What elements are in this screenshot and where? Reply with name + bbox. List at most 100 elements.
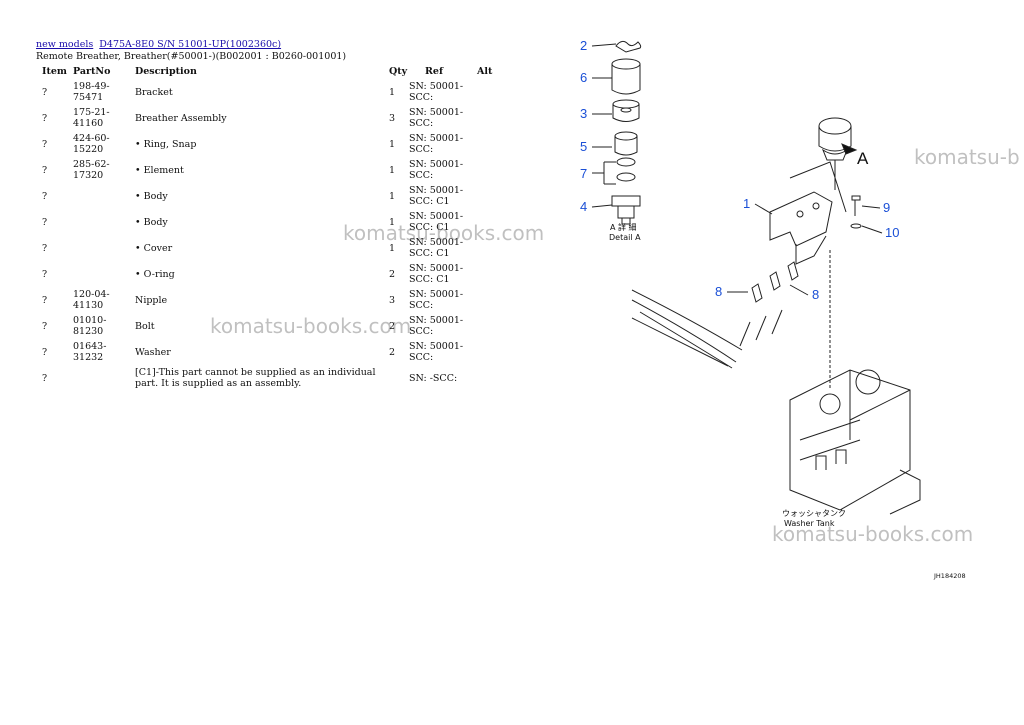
table-row: ? 01643-31232 Washer 2 SN: 50001-SCC:	[36, 339, 517, 365]
callout-4: 4	[580, 199, 587, 214]
cell-ref: SN: 50001-SCC:	[409, 81, 464, 103]
table-row: ? 175-21-41160 Breather Assembly 3 SN: 5…	[36, 105, 517, 131]
cell-item: ?	[42, 242, 48, 254]
cell-item: ?	[42, 216, 48, 228]
cell-qty: 1	[389, 138, 396, 150]
breadcrumb-link-model[interactable]: D475A-8E0 S/N 51001-UP(1002360c)	[99, 39, 282, 50]
callout-7: 7	[580, 166, 587, 181]
cell-ref: SN: 50001-SCC:	[409, 107, 464, 129]
callout-2: 2	[580, 38, 587, 53]
cell-item: ?	[42, 112, 48, 124]
cell-qty: 1	[389, 190, 396, 202]
cell-description: Nipple	[135, 294, 168, 306]
table-row: ? • Cover 1 SN: 50001-SCC: C1	[36, 235, 517, 261]
cell-ref: SN: 50001-SCC:	[409, 289, 464, 311]
cell-item: ?	[42, 294, 48, 306]
cell-description: • Body	[135, 216, 168, 228]
cell-partno	[73, 183, 135, 209]
breadcrumb: new models D475A-8E0 S/N 51001-UP(100236…	[36, 39, 284, 51]
table-row: ? 120-04-41130 Nipple 3 SN: 50001-SCC:	[36, 287, 517, 313]
cell-description: • Cover	[135, 242, 173, 254]
cell-ref: SN: -SCC:	[409, 372, 458, 384]
cell-qty: 2	[389, 320, 396, 332]
cell-alt	[477, 313, 517, 339]
table-header-row: Item PartNo Description Qty Ref Alt	[36, 66, 517, 79]
callout-8a: 8	[715, 284, 722, 299]
callout-9: 9	[883, 200, 890, 215]
cell-item: ?	[42, 268, 48, 280]
cell-partno: 01643-31232	[73, 341, 107, 363]
cell-partno: 285-62-17320	[73, 159, 110, 181]
col-header-alt: Alt	[477, 66, 493, 77]
table-row: ? 424-60-15220 • Ring, Snap 1 SN: 50001-…	[36, 131, 517, 157]
col-header-description: Description	[135, 66, 197, 77]
cell-description: • Body	[135, 190, 168, 202]
cell-item: ?	[42, 138, 48, 150]
col-header-qty: Qty	[389, 66, 408, 77]
cell-description: • O-ring	[135, 268, 175, 280]
watermark: komatsu-books.com	[210, 314, 412, 338]
watermark-partial: komatsu-b	[914, 145, 1020, 169]
cell-ref: SN: 50001-SCC:	[409, 133, 464, 155]
cell-ref: SN: 50001-SCC:	[409, 159, 464, 181]
table-row: ? • Body 1 SN: 50001-SCC: C1	[36, 209, 517, 235]
cell-item: ?	[42, 86, 48, 98]
parts-diagram: 2 6 3 5 7 4 1 8 8 9 10 A	[580, 38, 966, 580]
cell-description: Bracket	[135, 86, 173, 98]
cell-partno: 198-49-75471	[73, 81, 110, 103]
breadcrumb-link-new-models[interactable]: new models	[36, 39, 94, 50]
cell-qty: 1	[389, 216, 396, 228]
cell-qty: 1	[389, 242, 396, 254]
cell-alt	[477, 339, 517, 365]
page-title: Remote Breather, Breather(#50001-)(B0020…	[36, 51, 347, 62]
cell-description: Bolt	[135, 320, 155, 332]
cell-ref: SN: 50001-SCC:	[409, 341, 464, 363]
cell-partno	[73, 235, 135, 261]
cell-partno	[73, 365, 135, 391]
cell-partno	[73, 209, 135, 235]
cell-alt	[477, 79, 517, 105]
cell-ref: SN: 50001-SCC: C1	[409, 237, 464, 259]
cell-qty: 3	[389, 112, 396, 124]
table-row: ? • Body 1 SN: 50001-SCC: C1	[36, 183, 517, 209]
callout-1: 1	[743, 196, 750, 211]
callout-8b: 8	[812, 287, 819, 302]
cell-ref: SN: 50001-SCC: C1	[409, 263, 464, 285]
cell-alt	[477, 105, 517, 131]
cell-description: • Ring, Snap	[135, 138, 197, 150]
cell-item: ?	[42, 346, 48, 358]
table-row: ? 285-62-17320 • Element 1 SN: 50001-SCC…	[36, 157, 517, 183]
col-header-item: Item	[42, 66, 67, 77]
col-header-partno: PartNo	[73, 66, 111, 77]
callout-3: 3	[580, 106, 587, 121]
callout-5: 5	[580, 139, 587, 154]
cell-alt	[477, 157, 517, 183]
cell-alt	[477, 183, 517, 209]
cell-partno: 01010-81230	[73, 315, 107, 337]
cell-description: [C1]-This part cannot be supplied as an …	[135, 367, 376, 389]
cell-item: ?	[42, 320, 48, 332]
tank-label-jp: ウォッシャタンク	[782, 509, 846, 518]
cell-partno	[73, 261, 135, 287]
cell-description: Breather Assembly	[135, 112, 227, 124]
cell-ref: SN: 50001-SCC:	[409, 315, 464, 337]
callout-6: 6	[580, 70, 587, 85]
cell-qty: 3	[389, 294, 396, 306]
cell-ref: SN: 50001-SCC: C1	[409, 211, 464, 233]
cell-qty	[389, 365, 409, 391]
cell-ref: SN: 50001-SCC: C1	[409, 185, 464, 207]
arrow-label-a: A	[857, 149, 869, 168]
detail-label-jp: A 詳 細	[610, 222, 637, 232]
cell-qty: 2	[389, 346, 396, 358]
col-header-ref: Ref	[425, 66, 444, 77]
detail-label-en: Detail A	[609, 233, 641, 242]
cell-alt	[477, 131, 517, 157]
cell-partno: 120-04-41130	[73, 289, 110, 311]
cell-qty: 1	[389, 86, 396, 98]
cell-alt	[477, 287, 517, 313]
callout-10: 10	[885, 225, 899, 240]
cell-description: • Element	[135, 164, 184, 176]
table-row: ? 01010-81230 Bolt 2 SN: 50001-SCC:	[36, 313, 517, 339]
watermark: komatsu-books.com	[343, 221, 545, 245]
tank-label-en: Washer Tank	[784, 519, 835, 528]
